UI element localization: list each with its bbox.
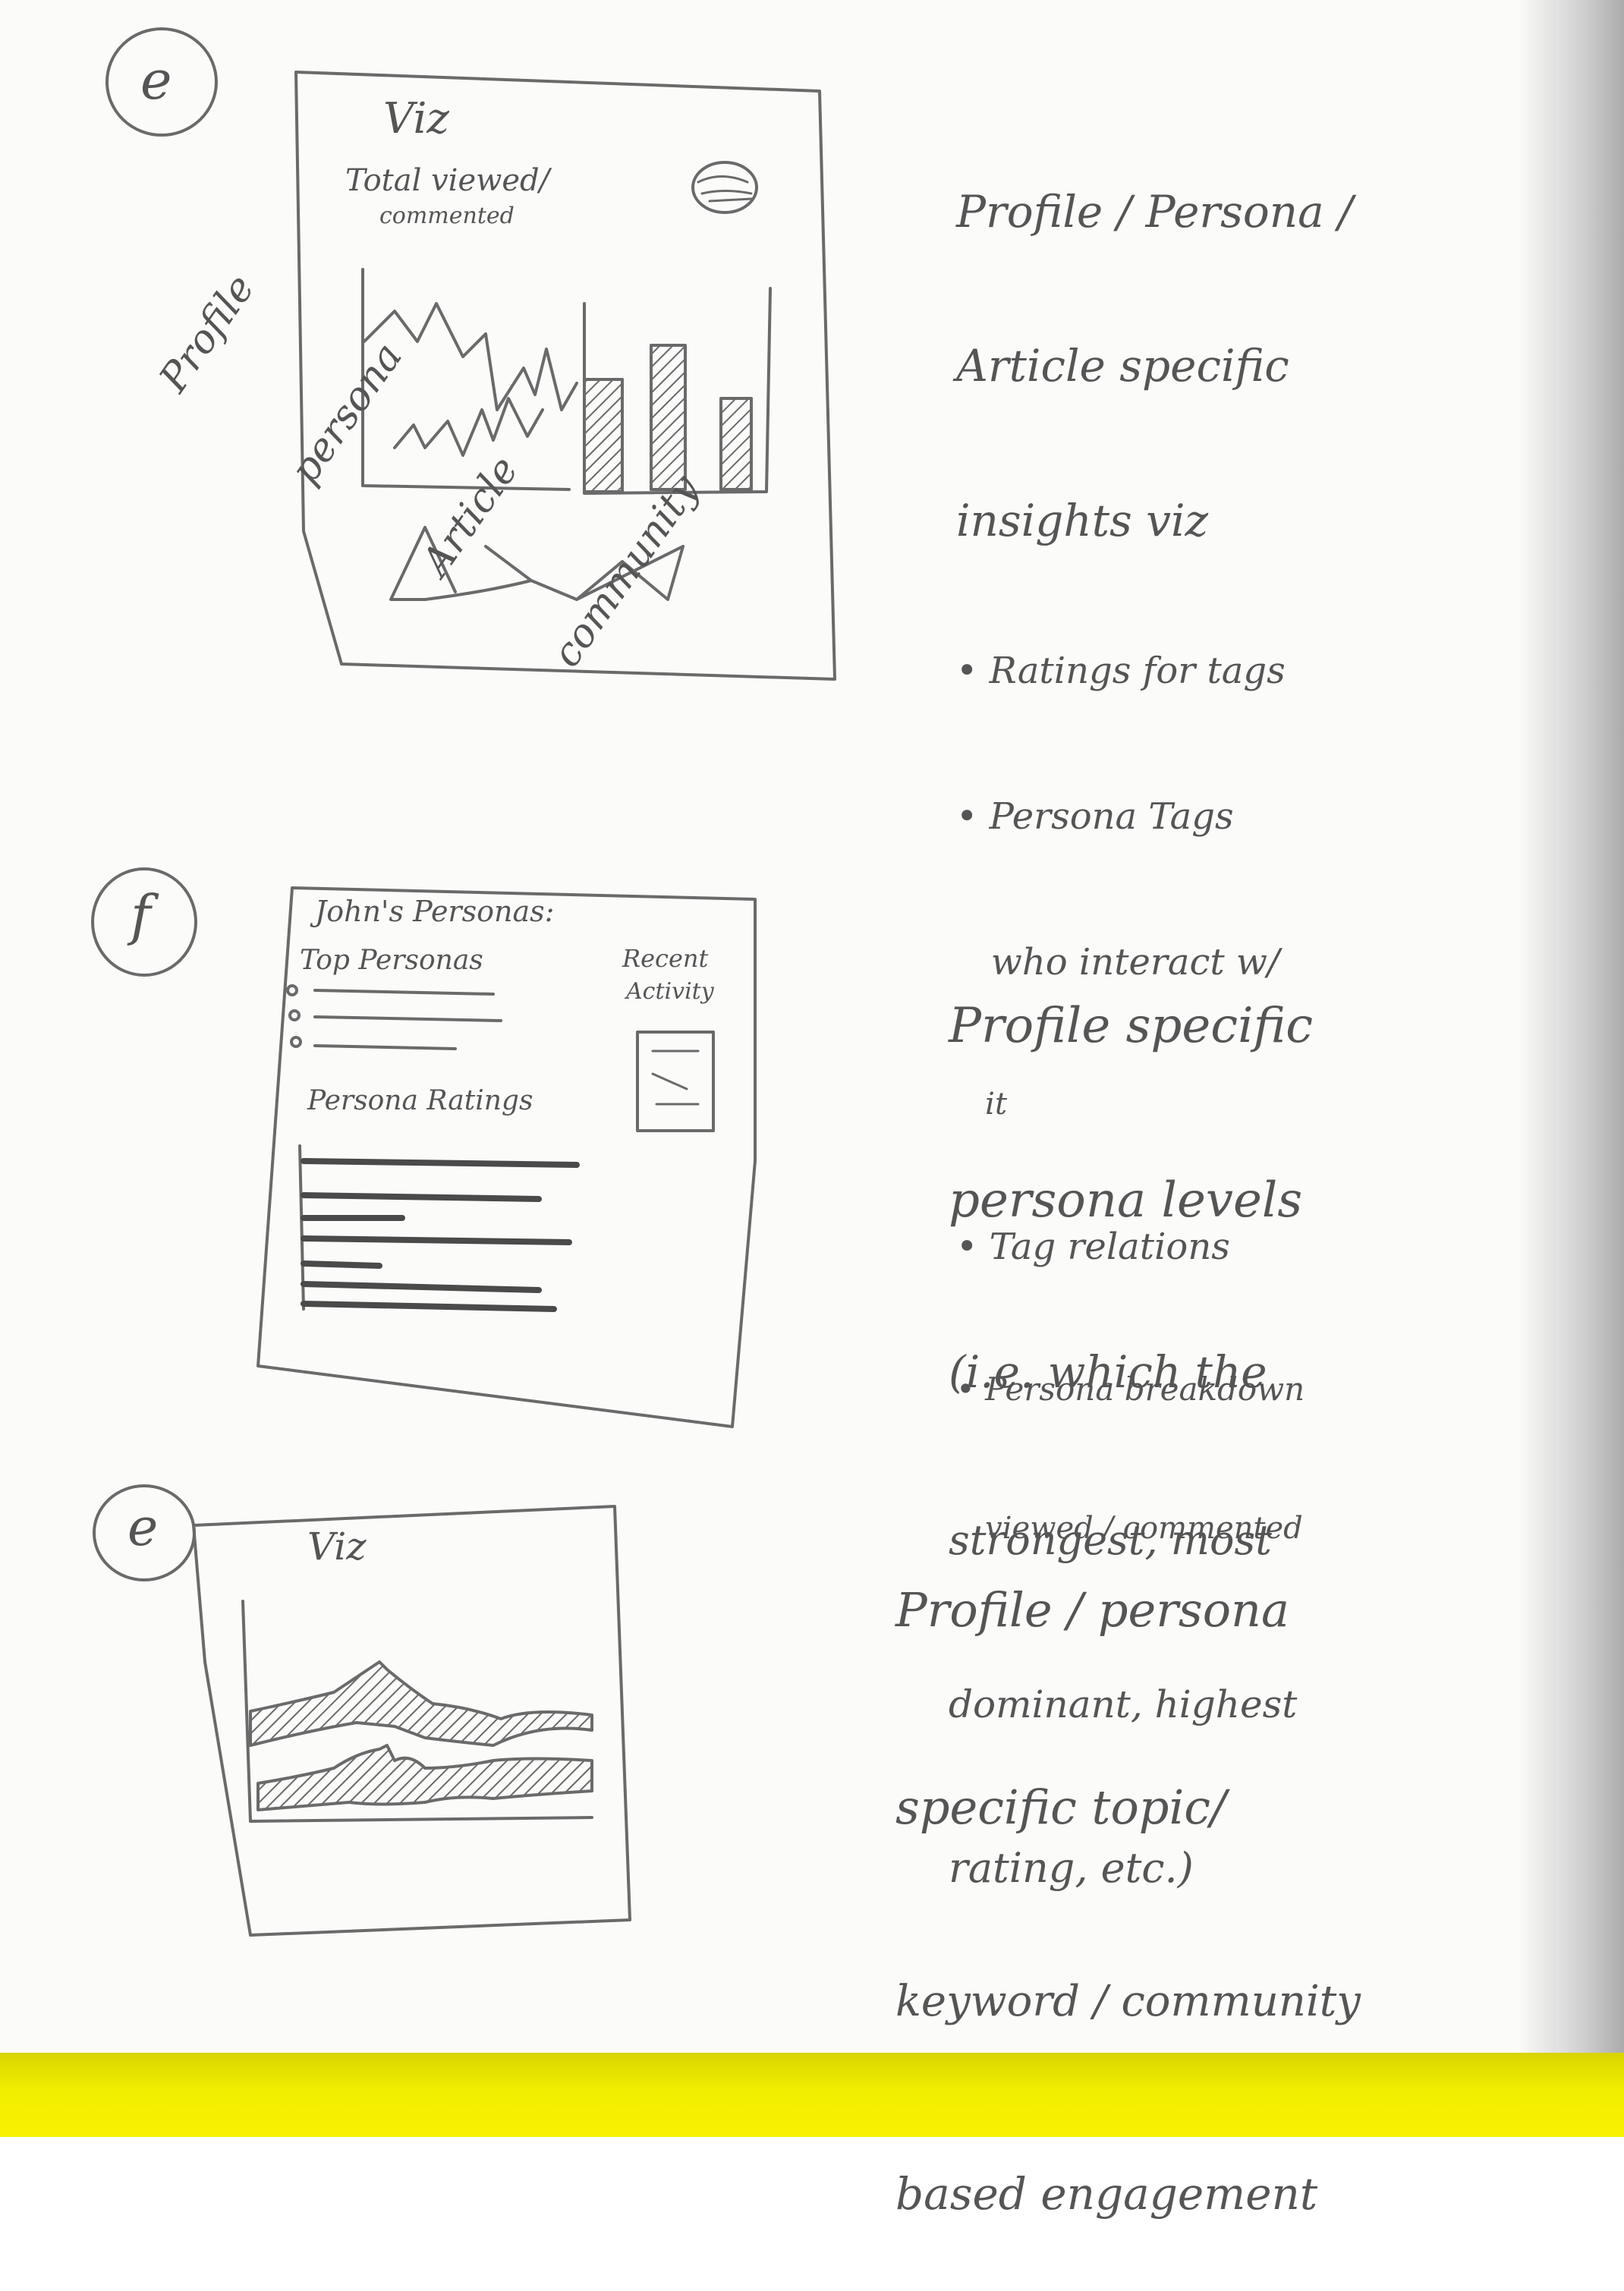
rating-bar-7 [301, 1301, 557, 1312]
stream-top [249, 1660, 593, 1747]
rating-bar-5 [301, 1260, 382, 1269]
top-persona-line-2 [313, 1015, 502, 1022]
desc-e2-line-3: keyword / community [895, 1977, 1361, 2027]
side-note-profile: Profile [151, 266, 264, 401]
rating-bar-1 [301, 1158, 580, 1168]
frame-e-top [294, 71, 836, 681]
persona-ratings-label: Persona Ratings [307, 1085, 533, 1116]
recent-activity-label-1: Recent [622, 944, 709, 973]
stream-bottom [257, 1744, 593, 1811]
bar-3 [719, 397, 753, 491]
label-circle-e-top [105, 27, 218, 137]
sketch-drawings [91, 27, 836, 1937]
desc-e1-line-4: • Ratings for tags [956, 650, 1286, 693]
chart-title-line-1: Total viewed/ [345, 163, 550, 198]
desc-e1-line-9: • Persona breakdown [956, 1371, 1305, 1408]
description-e-top: Profile / Persona / Article specific ins… [956, 83, 1353, 1598]
side-note-persona: persona [282, 334, 411, 493]
desc-e2-line-2: specific topic/ [895, 1779, 1226, 1835]
page-shadow [1518, 0, 1624, 2053]
line-chart-series [363, 302, 578, 411]
frame-title-e-top: Viz [383, 94, 449, 143]
side-note-article: Article [413, 448, 527, 584]
desc-e1-line-3: insights viz [956, 494, 1209, 546]
desc-e1-line-2: Article specific [956, 340, 1289, 392]
frame-f [257, 886, 757, 1428]
desc-f-line-2: persona levels [949, 1172, 1303, 1229]
desc-f-line-5: dominant, highest [949, 1682, 1298, 1726]
top-personas-label: Top Personas [300, 945, 483, 976]
description-e-bottom: Profile / persona specific topic/ keywor… [895, 1446, 1361, 2291]
rating-bar-2 [301, 1192, 542, 1202]
recent-activity-box [636, 1031, 715, 1132]
bar-2 [650, 344, 687, 491]
chart-title-line-2: commented [379, 203, 515, 229]
frame-title-e-bottom: Viz [307, 1525, 367, 1569]
network-diagram [389, 526, 685, 601]
yellow-backing [0, 2053, 1624, 2137]
rating-bar-6 [301, 1281, 542, 1293]
circle-label-f: f [131, 883, 151, 947]
desc-e2-line-1: Profile / persona [895, 1581, 1289, 1638]
frame-e-bottom [192, 1505, 631, 1937]
desc-f-line-4: strongest, most [949, 1515, 1272, 1564]
recent-activity-label-2: Activity [626, 978, 714, 1005]
desc-f-line-1: Profile specific [949, 997, 1314, 1054]
desc-e1-line-6: who interact w/ [956, 941, 1280, 984]
top-persona-line-3 [313, 1044, 457, 1050]
rating-bar-4 [301, 1235, 572, 1245]
area-chart-axis [241, 1600, 593, 1823]
desc-e2-line-4: based engagement [895, 2168, 1318, 2220]
circle-label-e-bottom: e [127, 1498, 159, 1558]
desc-e1-line-8: • Tag relations [956, 1225, 1230, 1268]
desc-f-line-6: rating, etc.) [949, 1843, 1194, 1892]
desc-e1-line-10: viewed / commented [956, 1511, 1303, 1547]
desc-e1-line-7: it [956, 1087, 1008, 1122]
frame-title-f: John's Personas: [315, 895, 555, 928]
desc-f-line-3: (i.e. which the [949, 1346, 1267, 1399]
pie-icon [691, 161, 758, 214]
bar-1 [583, 378, 624, 493]
desc-e1-line-5: • Persona Tags [956, 795, 1234, 839]
label-circle-f [91, 867, 197, 977]
desc-e1-line-1: Profile / Persona / [956, 185, 1353, 238]
top-persona-line-1 [313, 989, 495, 996]
circle-label-e-top: e [140, 49, 172, 112]
description-f: Profile specific persona levels (i.e. wh… [949, 880, 1313, 1951]
